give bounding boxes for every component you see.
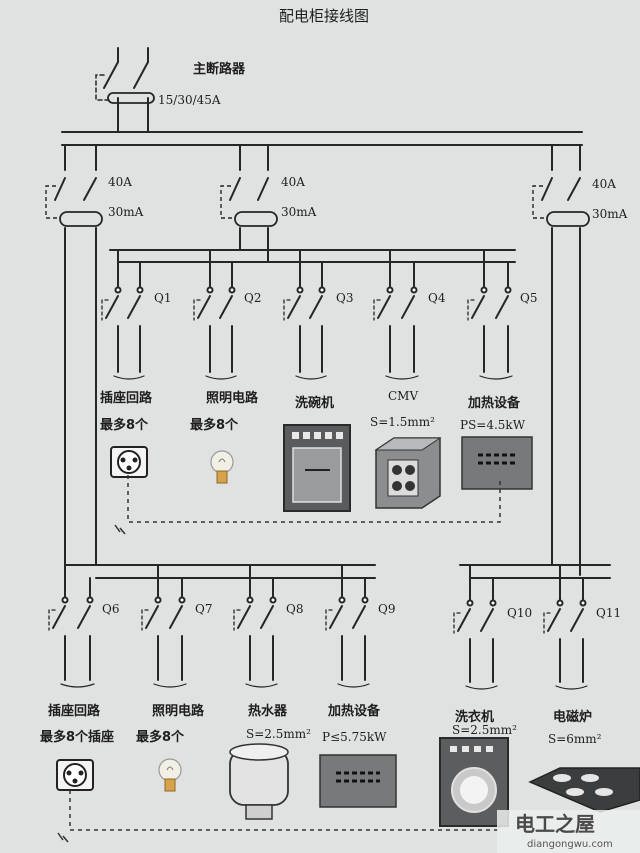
rcd-left-riser xyxy=(64,227,97,566)
circuit-name-q3: 洗碗机 xyxy=(295,396,335,411)
light-bulb-icon xyxy=(158,758,182,792)
rcd-middle-feed xyxy=(239,144,269,171)
breaker-label-q1: Q1 xyxy=(154,291,172,305)
breaker-q6 xyxy=(48,564,95,688)
main-breaker-link xyxy=(95,74,111,101)
main-breaker-contacts xyxy=(103,61,149,89)
circuit-name-q6: 插座回路 xyxy=(48,704,101,719)
circuit-name-q5: 加热设备 xyxy=(468,396,521,411)
breaker-q8 xyxy=(233,564,278,688)
breaker-label-q11: Q11 xyxy=(596,606,622,620)
circuit-name-q11: 电磁炉 xyxy=(553,710,593,725)
breaker-q1 xyxy=(101,249,145,380)
breaker-label-q7: Q7 xyxy=(195,602,213,616)
earth-symbol-lower xyxy=(57,832,69,843)
rcd-left-contacts xyxy=(54,177,97,201)
circuit-name-q4: CMV xyxy=(388,389,419,403)
rcd-left-feed xyxy=(64,144,97,171)
rcd-middle-output xyxy=(239,227,269,263)
watermark-url: diangongwu.com xyxy=(527,839,613,850)
main-breaker-sensor xyxy=(107,92,155,104)
main-breaker-rating: 15/30/45A xyxy=(158,93,221,107)
circuit-name-q8: 热水器 xyxy=(248,704,288,719)
circuit-note-q8: S=2.5mm² xyxy=(246,727,311,741)
rcd-middle-sensor xyxy=(234,211,278,227)
rcd-right-link xyxy=(532,185,547,219)
heater-icon xyxy=(319,754,397,808)
circuit-name-q10: 洗衣机 xyxy=(455,710,495,725)
cmv-unit-icon xyxy=(374,437,442,509)
circuit-note-q7: 最多8个 xyxy=(136,730,185,745)
socket-outlet-icon xyxy=(110,446,148,478)
circuit-note-q10: S=2.5mm² xyxy=(452,723,517,737)
water-heater-icon xyxy=(229,743,289,820)
breaker-q9 xyxy=(325,564,370,688)
earth-line-upper xyxy=(127,475,501,523)
induction-hob-icon xyxy=(528,767,640,813)
rcd-middle-contacts xyxy=(229,177,269,201)
watermark-brand: 电工之屋 xyxy=(515,812,595,836)
rcd-right-sensor xyxy=(546,211,590,227)
breaker-label-q10: Q10 xyxy=(507,606,533,620)
breaker-label-q9: Q9 xyxy=(378,602,396,616)
rcd-right-riser xyxy=(551,227,581,576)
rcd-middle-current: 40A xyxy=(281,175,305,189)
socket-outlet-icon xyxy=(56,759,94,791)
rcd-left-current: 40A xyxy=(108,175,132,189)
circuit-name-q1: 插座回路 xyxy=(100,391,153,406)
breaker-label-q8: Q8 xyxy=(286,602,304,616)
light-bulb-icon xyxy=(210,450,234,484)
breaker-q10 xyxy=(453,564,498,690)
earth-symbol-upper xyxy=(114,524,126,535)
circuit-note-q4: S=1.5mm² xyxy=(370,415,435,429)
breaker-q2 xyxy=(193,249,237,380)
breaker-label-q6: Q6 xyxy=(102,602,120,616)
diagram-title: 配电柜接线图 xyxy=(279,7,370,25)
breaker-label-q3: Q3 xyxy=(336,291,354,305)
rcd-right-contacts xyxy=(541,177,581,201)
dishwasher-icon xyxy=(283,424,351,512)
rcd-left-sensitivity: 30mA xyxy=(108,205,144,219)
circuit-name-q2: 照明电路 xyxy=(206,391,259,406)
breaker-label-q5: Q5 xyxy=(520,291,538,305)
rcd-left-link xyxy=(45,185,60,219)
rcd-middle-sensitivity: 30mA xyxy=(281,205,317,219)
main-feed-lines xyxy=(117,47,149,63)
rcd-right-feed xyxy=(551,144,581,171)
breaker-label-q4: Q4 xyxy=(428,291,446,305)
circuit-note-q9: P≤5.75kW xyxy=(322,730,387,744)
breaker-label-q2: Q2 xyxy=(244,291,262,305)
watermark: 电工之屋 diangongwu.com xyxy=(497,810,640,853)
breaker-q3 xyxy=(283,249,327,380)
circuit-note-q5: PS=4.5kW xyxy=(460,418,526,432)
breaker-q7 xyxy=(141,564,187,688)
washing-machine-icon xyxy=(439,737,509,827)
rcd-right-sensitivity: 30mA xyxy=(592,207,628,221)
heater-icon xyxy=(461,436,533,490)
breaker-q5 xyxy=(467,249,513,380)
main-breaker-label: 主断路器 xyxy=(193,62,246,77)
rcd-left-sensor xyxy=(59,211,103,227)
circuit-note-q11: S=6mm² xyxy=(548,732,602,746)
breaker-q4 xyxy=(373,249,419,380)
breaker-q11 xyxy=(543,564,588,690)
circuit-note-q6: 最多8个插座 xyxy=(40,730,115,745)
circuit-note-q1: 最多8个 xyxy=(100,418,149,433)
rcd-middle-link xyxy=(220,185,235,219)
circuit-name-q9: 加热设备 xyxy=(328,704,381,719)
circuit-note-q2: 最多8个 xyxy=(190,418,239,433)
circuit-name-q7: 照明电路 xyxy=(152,704,205,719)
rcd-right-current: 40A xyxy=(592,177,616,191)
